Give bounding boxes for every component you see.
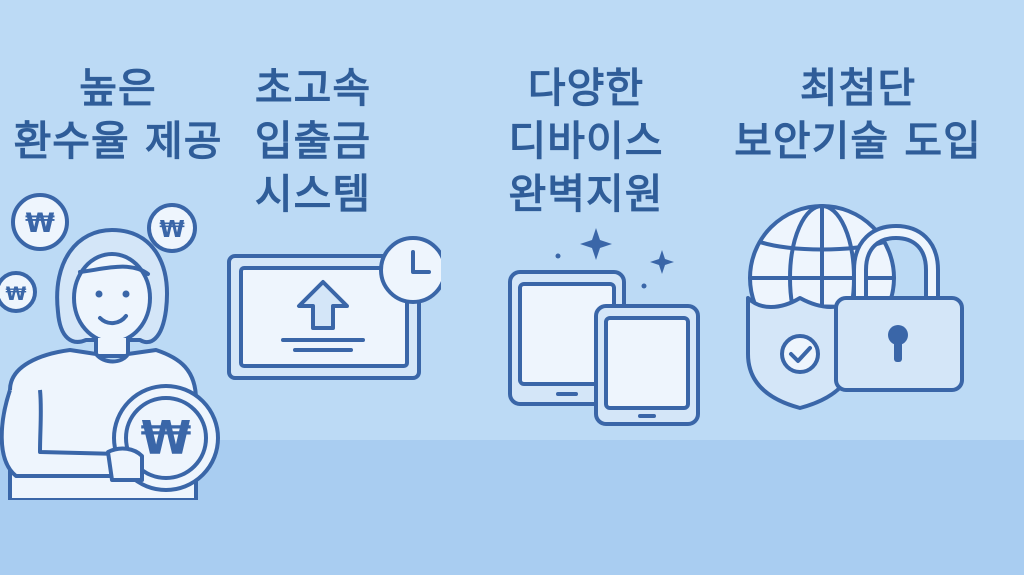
tablet-devices-icon [508,228,700,426]
feature-title: 최첨단 보안기술 도입 [730,62,986,168]
title-line: 높은 [79,64,157,112]
sparkle-icon [650,250,674,274]
upload-screen-clock-icon [227,236,441,380]
title-line: 환수율 제공 [13,117,223,165]
feature-title: 높은 환수율 제공 [0,62,246,168]
coin-symbol: ₩ [141,411,192,465]
feature-multi-device: 다양한 디바이스 완벽지원 [458,0,714,575]
feature-fast-transaction: 초고속 입출금 시스템 [185,0,441,575]
feature-title: 다양한 디바이스 완벽지원 [458,62,714,221]
coin-symbol: ₩ [159,217,185,243]
sparkle-icon [580,228,612,260]
title-line: 시스템 [254,170,372,218]
feature-high-return: 높은 환수율 제공 ₩ ₩ ₩ ₩ [0,0,246,575]
globe-shield-padlock-icon [746,204,964,410]
feature-title: 초고속 입출금 시스템 [185,62,441,221]
title-line: 최첨단 [799,64,917,112]
title-line: 초고속 [254,64,372,112]
coin-symbol: ₩ [25,208,55,239]
title-line: 다양한 [527,64,645,112]
person-holding-won-coin-icon: ₩ ₩ ₩ ₩ [0,193,220,500]
title-line: 보안기술 도입 [734,117,982,165]
coin-symbol: ₩ [6,283,27,305]
title-line: 입출금 [254,117,372,165]
feature-advanced-security: 최첨단 보안기술 도입 [730,0,986,575]
title-line: 디바이스 [508,117,664,165]
title-line: 완벽지원 [508,170,664,218]
